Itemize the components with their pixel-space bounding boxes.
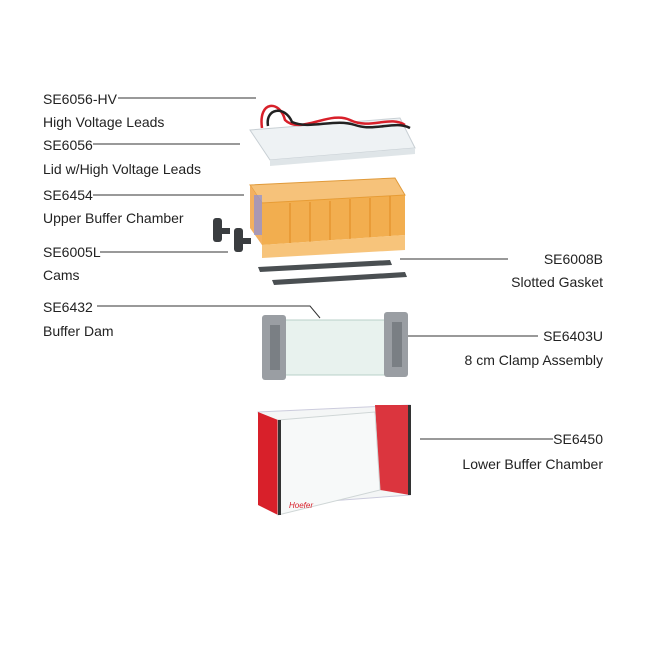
lower-buffer-chamber <box>257 404 411 516</box>
clamp-assembly <box>262 312 408 380</box>
leader-se6432 <box>97 305 321 319</box>
part-name-upper-buffer-chamber: Upper Buffer Chamber <box>43 210 184 226</box>
part-code-se6432: SE6432 <box>43 299 93 315</box>
leader-lines <box>93 97 553 440</box>
part-code-se6454: SE6454 <box>43 187 93 203</box>
lid-with-leads <box>249 104 416 166</box>
part-code-se6450: SE6450 <box>553 431 603 447</box>
slotted-gaskets <box>258 260 407 285</box>
cams <box>213 218 251 252</box>
hoefer-logo: Hoefer <box>289 501 314 510</box>
part-code-se6008b: SE6008B <box>543 251 603 267</box>
part-name-clamp-assembly: 8 cm Clamp Assembly <box>464 352 603 368</box>
part-code-se6005l: SE6005L <box>43 244 101 260</box>
part-name-cams: Cams <box>43 267 80 283</box>
part-name-lower-buffer-chamber: Lower Buffer Chamber <box>462 456 603 472</box>
upper-buffer-chamber <box>249 177 406 258</box>
part-code-se6056-hv: SE6056-HV <box>43 91 117 107</box>
part-name-high-voltage-leads: High Voltage Leads <box>43 114 165 130</box>
part-code-se6403u: SE6403U <box>543 328 603 344</box>
part-name-slotted-gasket: Slotted Gasket <box>511 274 603 290</box>
part-name-lid: Lid w/High Voltage Leads <box>43 161 201 177</box>
part-name-buffer-dam: Buffer Dam <box>43 323 114 339</box>
part-code-se6056: SE6056 <box>43 137 93 153</box>
